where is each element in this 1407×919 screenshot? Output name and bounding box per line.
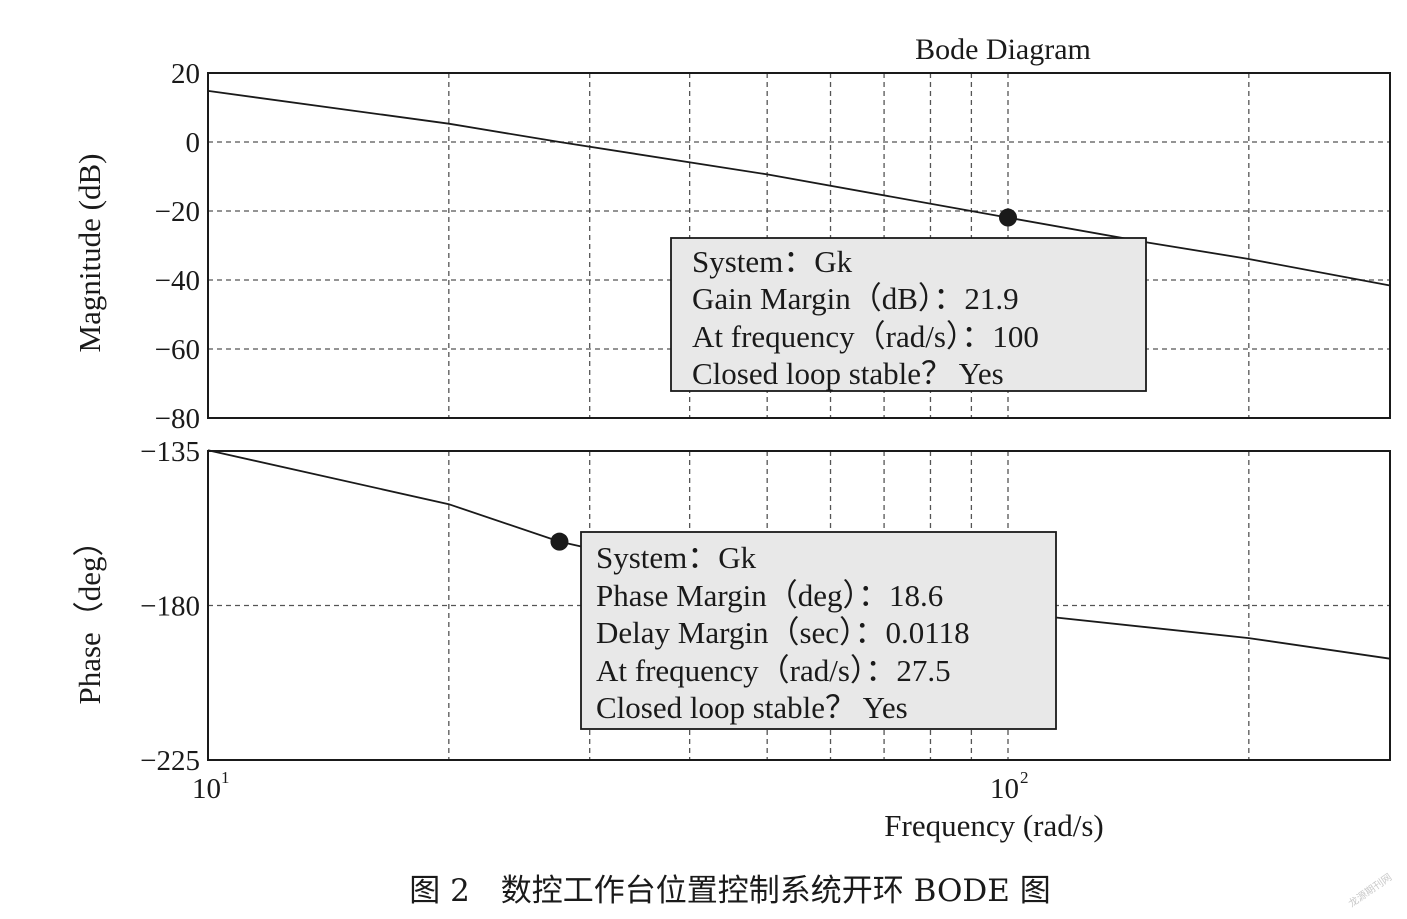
datatip-line: At frequency（rad/s）：27.5 [596, 653, 951, 688]
ytick-label: −60 [155, 334, 200, 366]
phase-frame [207, 450, 1391, 761]
phase-margin-marker [550, 532, 569, 551]
magnitude-ylabel: Magnitude (dB) [72, 154, 107, 353]
ytick-label: −20 [155, 196, 200, 228]
ytick-label: 0 [186, 127, 201, 159]
xtick-exponent: 2 [1020, 768, 1029, 787]
magnitude-panel: 20 0 −20 −40 −60 −80 Magnitude (dB) System：Gk… [72, 58, 1391, 435]
xtick-label-100: 10 2 [990, 768, 1029, 805]
datatip-line: Delay Margin（sec）：0.0118 [596, 615, 970, 650]
chart-title: Bode Diagram [915, 33, 1091, 66]
datatip-line: Closed loop stable？ Yes [692, 356, 1004, 391]
xtick-label-10: 10 1 [192, 768, 230, 805]
magnitude-frame [207, 72, 1391, 419]
datatip-line: System：Gk [596, 540, 757, 575]
phase-panel: −135 −180 −225 Phase（deg） System：Gk Phase … [72, 436, 1391, 777]
magnitude-series-line [207, 90, 1391, 287]
gain-margin-marker [999, 208, 1017, 227]
magnitude-ytick-labels: 20 0 −20 −40 −60 −80 [155, 58, 200, 435]
xtick-exponent: 1 [221, 768, 230, 787]
datatip-line: Gain Margin（dB）：21.9 [692, 281, 1019, 316]
phase-ylabel: Phase（deg） [72, 525, 107, 704]
ytick-label: −135 [140, 436, 200, 468]
phase-ytick-labels: −135 −180 −225 [140, 436, 200, 777]
phase-margin-datatip: System：Gk Phase Margin（deg）：18.6 Delay M… [580, 531, 1057, 730]
ytick-label: 20 [171, 58, 200, 90]
datatip-line: Closed loop stable？ Yes [596, 690, 908, 725]
phase-margin-datatip-box [580, 531, 1057, 730]
datatip-line: Phase Margin（deg）：18.6 [596, 578, 943, 613]
gain-margin-datatip-box [670, 237, 1147, 392]
gain-margin-datatip: System：Gk Gain Margin（dB）：21.9 At freque… [670, 237, 1147, 392]
xtick-base: 10 [192, 773, 221, 805]
xtick-base: 10 [990, 773, 1019, 805]
ytick-label: −80 [155, 403, 200, 435]
watermark: 龙源期刊网 [1346, 870, 1394, 909]
datatip-line: At frequency（rad/s）：100 [692, 319, 1039, 354]
ytick-label: −180 [140, 591, 200, 623]
ytick-label: −40 [155, 265, 200, 297]
x-axis-label: Frequency (rad/s) [884, 808, 1104, 843]
ytick-label: −225 [140, 745, 200, 777]
figure-caption: 图 2 数控工作台位置控制系统开环 BODE 图 [409, 873, 1051, 909]
datatip-line: System：Gk [692, 244, 853, 279]
